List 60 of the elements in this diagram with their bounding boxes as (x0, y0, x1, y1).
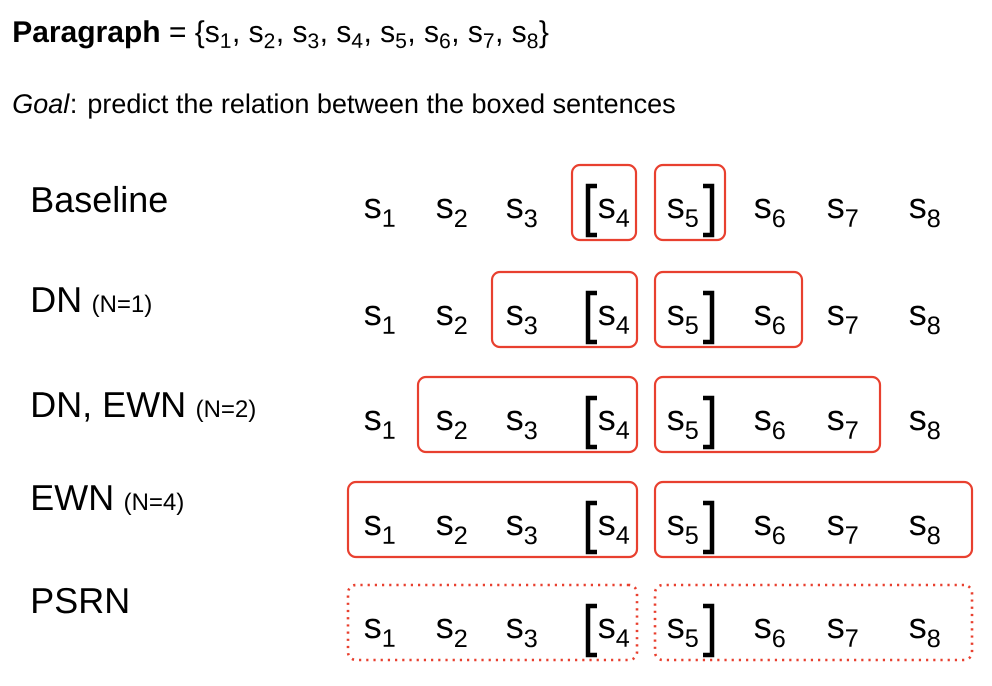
sentence-symbol: s$_{3}$ (506, 306, 537, 334)
sentence-box (346, 584, 638, 662)
sentence-symbol: s$_{6}$ (754, 618, 785, 648)
sentence-box (654, 164, 726, 242)
sentence-symbol: s$_{7}$ (828, 306, 858, 334)
sentence-symbol: s$_{6}$ (754, 516, 785, 544)
sentence-symbol: s$_{7}$ (828, 516, 858, 544)
sentence-symbol: s$_{6}$ (754, 410, 785, 440)
sentence-symbol: s$_{1}$ (364, 410, 395, 439)
sentence-symbol: s$_{4}$ (598, 516, 630, 544)
sentence-symbol: s$_{4}$ (598, 410, 630, 439)
sentence-symbol: s$_{3}$ (506, 198, 537, 228)
sentence-symbol: s$_{1}$ (364, 198, 395, 227)
sentence-symbol: s$_{4}$ (598, 618, 630, 647)
sentence-box (570, 164, 638, 242)
title: Paragraph = {s$_{1}$, s$_{2}$, s$_{3}$, s$_{4}$, s$_{5}$, s$_{6}$, s$_{7}$, s$_{8}$} (14, 20, 548, 48)
sentence-symbol: s$_{8}$ (910, 410, 940, 440)
sentence-symbol: s$_{5}$ (668, 410, 698, 440)
sentence-symbol: s$_{1}$ (364, 306, 395, 334)
parameter-note: (N=4) (125, 492, 183, 515)
sentence-box (654, 480, 974, 558)
sentence-symbol: s$_{5}$ (668, 516, 698, 544)
goal-text: Goal: predict the relation between the boxed sentences (14, 93, 675, 119)
row-label: DN, EWN (33, 392, 184, 422)
sentence-symbol: s$_{6}$ (754, 306, 785, 334)
row-label: PSRN (33, 588, 128, 614)
parameter-note: (N=1) (93, 294, 151, 317)
sentence-symbol: s$_{5}$ (668, 198, 698, 228)
sentence-symbol: s$_{2}$ (436, 410, 466, 440)
sentence-symbol: s$_{7}$ (828, 198, 858, 227)
sentence-symbol: s$_{4}$ (598, 198, 630, 227)
sentence-symbol: s$_{8}$ (910, 198, 940, 228)
row-label: DN (33, 287, 80, 312)
sentence-symbol: s$_{2}$ (436, 618, 466, 648)
sentence-box (490, 270, 638, 348)
sentence-symbol: s$_{2}$ (436, 306, 466, 334)
sentence-symbol: s$_{6}$ (754, 198, 785, 228)
sentence-box (654, 376, 882, 454)
sentence-symbol: s$_{8}$ (910, 516, 940, 544)
sentence-symbol: s$_{1}$ (364, 618, 395, 647)
row-label: EWN (33, 485, 112, 510)
sentence-symbol: s$_{5}$ (668, 306, 698, 334)
sentence-symbol: s$_{1}$ (364, 516, 395, 544)
sentence-symbol: s$_{7}$ (828, 618, 858, 647)
sentence-box (654, 270, 804, 348)
sentence-symbol: s$_{2}$ (436, 516, 466, 544)
sentence-box (346, 480, 638, 558)
sentence-symbol: s$_{5}$ (668, 618, 698, 648)
sentence-symbol: s$_{3}$ (506, 618, 537, 648)
sentence-symbol: s$_{2}$ (436, 198, 466, 228)
sentence-symbol: s$_{7}$ (828, 410, 858, 439)
sentence-symbol: s$_{8}$ (910, 618, 940, 648)
sentence-box (416, 376, 638, 454)
row-label: Baseline (33, 186, 167, 212)
sentence-box (654, 584, 974, 662)
sentence-symbol: s$_{4}$ (598, 306, 630, 334)
sentence-symbol: s$_{3}$ (506, 410, 537, 440)
sentence-symbol: s$_{3}$ (506, 516, 537, 544)
sentence-symbol: s$_{8}$ (910, 306, 940, 334)
parameter-note: (N=2) (197, 400, 255, 422)
